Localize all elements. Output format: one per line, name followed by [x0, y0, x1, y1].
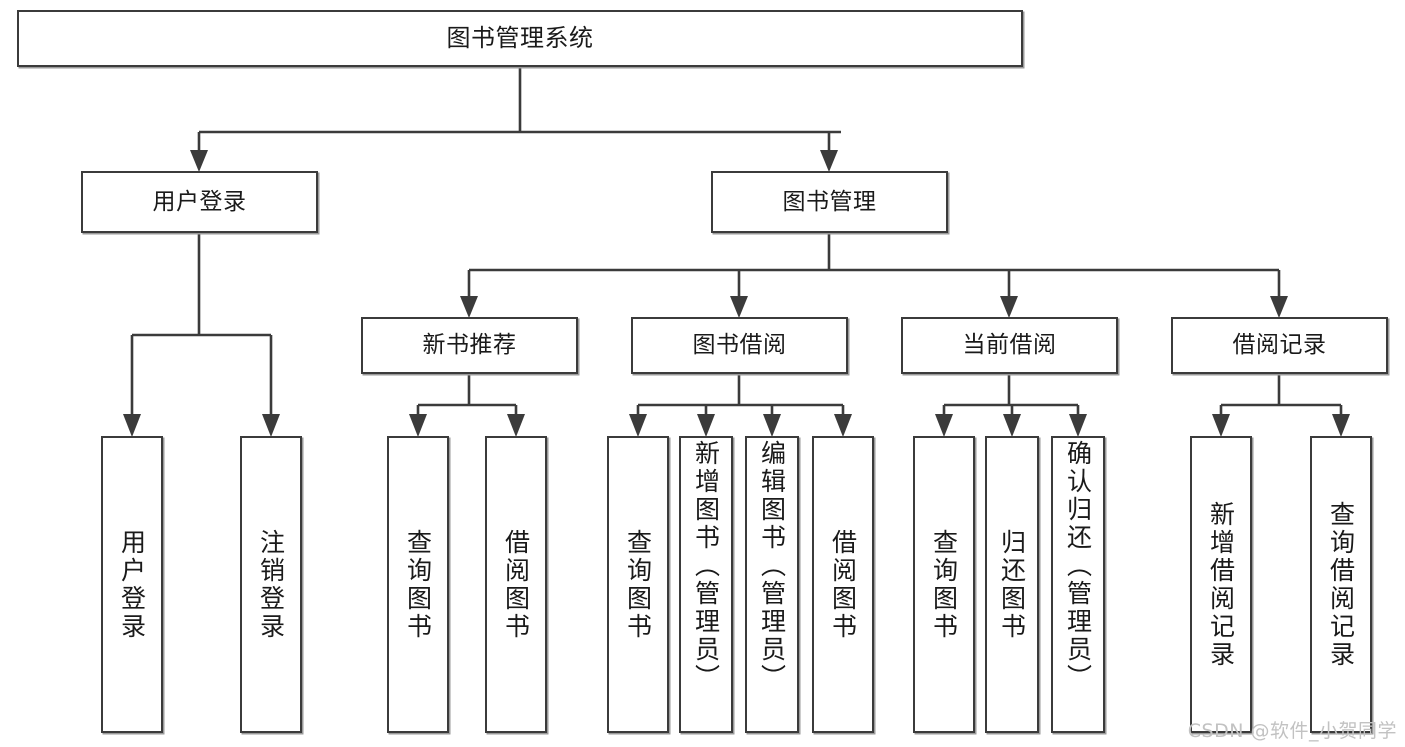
node-book-management[interactable]: 图书管理: [711, 171, 948, 233]
leaf-confirm-return-admin[interactable]: 确认归还（管理员）: [1051, 436, 1105, 733]
node-label: 借阅图书: [828, 528, 858, 641]
node-borrow-record[interactable]: 借阅记录: [1171, 317, 1388, 374]
leaf-edit-book-admin[interactable]: 编辑图书（管理员）: [745, 436, 799, 733]
node-label: 归还图书: [997, 528, 1027, 641]
node-label: 当前借阅: [962, 332, 1057, 359]
connector-book-manage-to-level2: [460, 233, 1288, 318]
node-label: 注销登录: [256, 528, 286, 641]
connector-user-login-to-leaves: [123, 233, 280, 437]
node-label: 新增借阅记录: [1206, 500, 1236, 669]
leaf-query-borrow-record[interactable]: 查询借阅记录: [1310, 436, 1372, 733]
connector-borrow-to-leaves: [629, 374, 852, 437]
leaf-add-borrow-record[interactable]: 新增借阅记录: [1190, 436, 1252, 733]
leaf-return-book[interactable]: 归还图书: [985, 436, 1039, 733]
node-label: 新书推荐: [422, 332, 517, 359]
node-label: 查询图书: [403, 528, 433, 641]
node-new-book-recommend[interactable]: 新书推荐: [361, 317, 578, 374]
node-label: 查询借阅记录: [1326, 500, 1356, 669]
node-label: 用户登录: [117, 528, 147, 641]
connector-current-borrow-to-leaves: [935, 374, 1087, 437]
connector-borrow-record-to-leaves: [1212, 374, 1350, 437]
node-current-borrow[interactable]: 当前借阅: [901, 317, 1118, 374]
node-user-login[interactable]: 用户登录: [81, 171, 318, 233]
node-label: 图书借阅: [692, 332, 787, 359]
connector-new-book-to-leaves: [409, 374, 525, 437]
leaf-query-book-borrow[interactable]: 查询图书: [607, 436, 669, 733]
leaf-borrow-book-recommend[interactable]: 借阅图书: [485, 436, 547, 733]
node-book-borrow[interactable]: 图书借阅: [631, 317, 848, 374]
connector-root-to-level1: [190, 67, 841, 172]
leaf-user-login[interactable]: 用户登录: [101, 436, 163, 733]
node-label: 用户登录: [152, 188, 247, 215]
node-label: 图书管理系统: [446, 23, 594, 52]
leaf-query-book-recommend[interactable]: 查询图书: [387, 436, 449, 733]
node-label: 借阅图书: [501, 528, 531, 641]
watermark-text: CSDN @软件_小贺同学: [1187, 720, 1397, 742]
leaf-query-book-current[interactable]: 查询图书: [913, 436, 975, 733]
node-label: 新增图书（管理员）: [691, 440, 721, 692]
node-label: 确认归还（管理员）: [1063, 440, 1093, 692]
leaf-add-book-admin[interactable]: 新增图书（管理员）: [679, 436, 733, 733]
leaf-logout[interactable]: 注销登录: [240, 436, 302, 733]
node-label: 查询图书: [929, 528, 959, 641]
node-label: 编辑图书（管理员）: [757, 440, 787, 692]
leaf-borrow-book[interactable]: 借阅图书: [812, 436, 874, 733]
node-label: 借阅记录: [1232, 332, 1327, 359]
node-label: 查询图书: [623, 528, 653, 641]
node-label: 图书管理: [782, 188, 877, 215]
node-root-system[interactable]: 图书管理系统: [17, 10, 1023, 67]
